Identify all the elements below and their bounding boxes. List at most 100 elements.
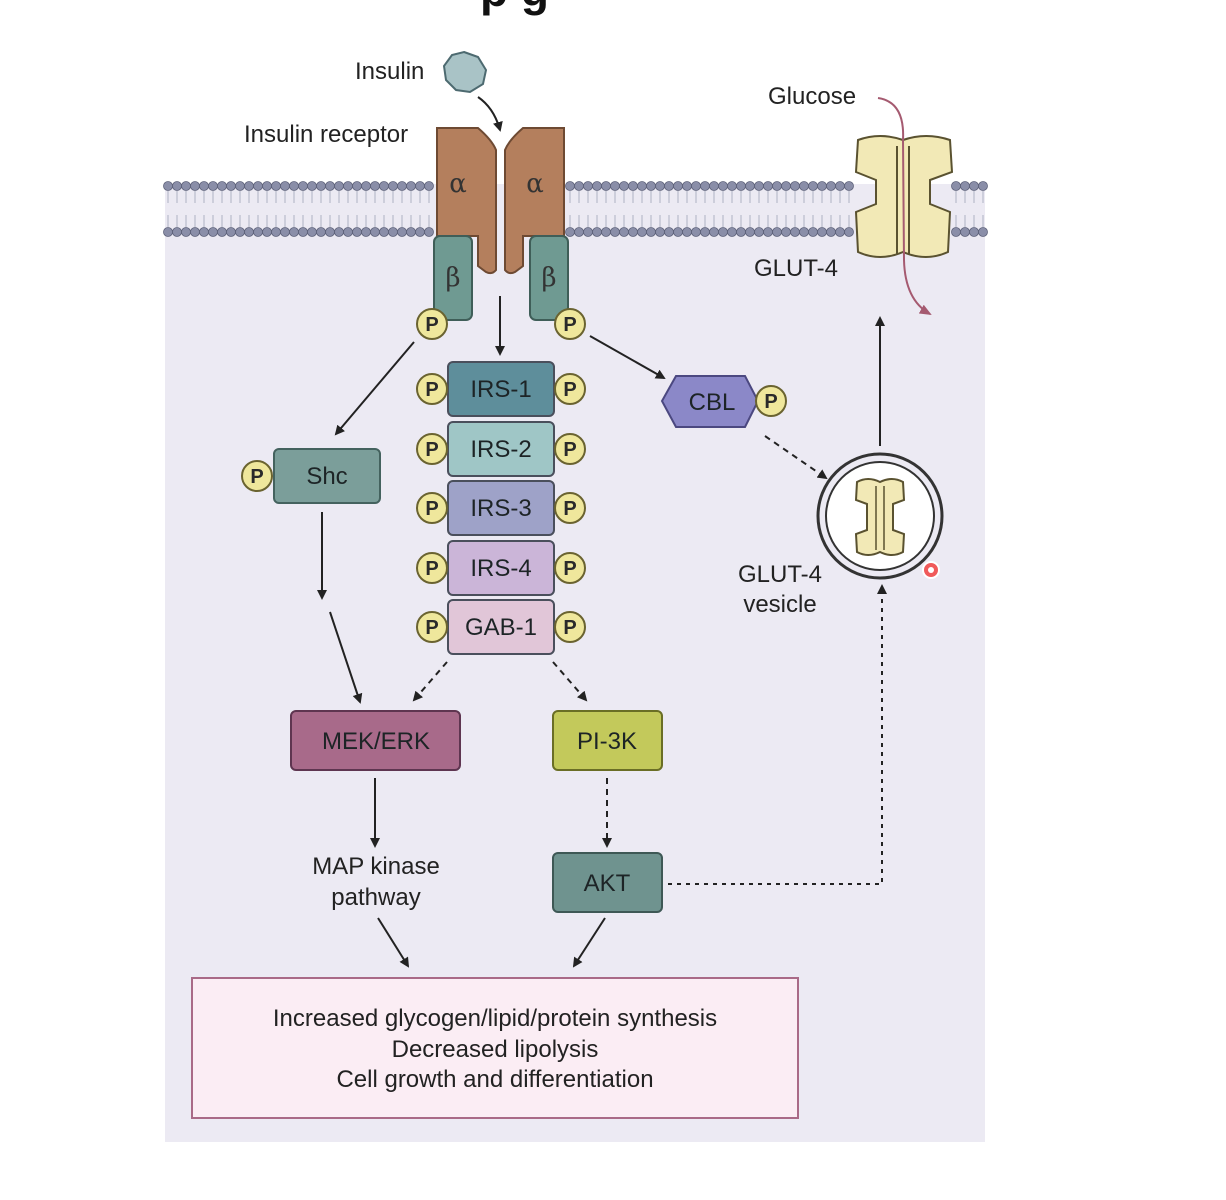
phospho-irs1-left	[416, 373, 448, 405]
lipid-head	[960, 227, 970, 237]
lipid-head	[397, 181, 407, 191]
lipid-head	[253, 181, 263, 191]
lipid-head	[817, 181, 827, 191]
lipid-head	[655, 227, 665, 237]
glut4-label: GLUT-4	[754, 255, 838, 282]
phospho-label: P	[425, 498, 438, 520]
cbl-node: CBL P	[660, 375, 787, 428]
lipid-head	[646, 181, 656, 191]
phospho-label: P	[563, 439, 576, 461]
lipid-head	[799, 227, 809, 237]
lipid-head	[343, 181, 353, 191]
lipid-head	[682, 227, 692, 237]
lipid-head	[280, 181, 290, 191]
arrow-receptor-to-cbl	[589, 335, 666, 379]
lipid-head	[565, 181, 575, 191]
lipid-head	[199, 227, 209, 237]
mekerk-label: MEK/ERK	[322, 728, 430, 755]
lipid-head	[307, 181, 317, 191]
lipid-head	[718, 227, 728, 237]
arrow-irs-to-pi3k	[552, 661, 588, 702]
irs1-label: IRS-1	[470, 376, 531, 403]
phospho-label: P	[425, 558, 438, 580]
lipid-head	[574, 181, 584, 191]
lipid-head	[262, 227, 272, 237]
lipid-head	[835, 227, 845, 237]
lipid-head	[781, 227, 791, 237]
lipid-head	[709, 227, 719, 237]
lipid-head	[799, 181, 809, 191]
receptor-alpha-right	[504, 127, 565, 275]
insulin-receptor-label: Insulin receptor	[244, 121, 408, 148]
glut4-vesicle	[816, 452, 944, 580]
lipid-head	[682, 181, 692, 191]
lipid-head	[772, 227, 782, 237]
outcomes-box: Increased glycogen/lipid/protein synthes…	[191, 977, 799, 1119]
lipid-head	[415, 227, 425, 237]
lipid-head	[415, 181, 425, 191]
lipid-head	[727, 181, 737, 191]
lipid-head	[163, 181, 173, 191]
phospho-label: P	[563, 617, 576, 639]
glut4-vesicle-label-line1: GLUT-4	[738, 561, 822, 588]
lipid-head	[763, 181, 773, 191]
lipid-head	[718, 181, 728, 191]
lipid-head	[226, 181, 236, 191]
map-kinase-label-line1: MAP kinase	[312, 853, 440, 880]
phospho-irs2-left	[416, 433, 448, 465]
lipid-head	[289, 181, 299, 191]
lipid-head	[361, 181, 371, 191]
lipid-head	[424, 227, 434, 237]
lipid-head	[316, 227, 326, 237]
lipid-head	[271, 181, 281, 191]
outcome-line-3: Cell growth and differentiation	[336, 1066, 653, 1093]
lipid-head	[700, 227, 710, 237]
alpha-right-label: α	[526, 169, 544, 199]
lipid-head	[610, 227, 620, 237]
svg-text:P: P	[425, 314, 438, 336]
lipid-head	[397, 227, 407, 237]
lipid-head	[316, 181, 326, 191]
lipid-head	[790, 181, 800, 191]
lipid-head	[969, 227, 979, 237]
arrow-irs-to-mekerk	[412, 661, 448, 702]
insulin-binding-arrow	[477, 96, 503, 132]
lipid-head	[772, 181, 782, 191]
lipid-head	[565, 227, 575, 237]
phospho-cbl: P	[764, 391, 777, 413]
akt-label: AKT	[584, 870, 631, 897]
lipid-head	[808, 227, 818, 237]
lipid-head	[217, 181, 227, 191]
lipid-head	[951, 227, 961, 237]
alpha-left-label: α	[449, 169, 467, 199]
lipid-head	[826, 227, 836, 237]
akt-node: AKT	[552, 852, 663, 913]
arrow-cbl-to-vesicle	[764, 435, 828, 480]
lipid-head	[592, 227, 602, 237]
lipid-head	[583, 181, 593, 191]
lipid-head	[691, 181, 701, 191]
receptor-beta-left	[433, 235, 473, 321]
irs2-label: IRS-2	[470, 436, 531, 463]
lipid-head	[610, 181, 620, 191]
lipid-head	[583, 227, 593, 237]
outcome-line-1: Increased glycogen/lipid/protein synthes…	[273, 1005, 717, 1032]
lipid-head	[208, 181, 218, 191]
shc-node: Shc P	[241, 448, 381, 504]
lipid-head	[619, 181, 629, 191]
lipid-head	[736, 181, 746, 191]
lipid-head	[817, 227, 827, 237]
pi3k-label: PI-3K	[577, 728, 637, 755]
lipid-head	[637, 181, 647, 191]
lipid-head	[235, 181, 245, 191]
cell-membrane	[163, 181, 988, 237]
phospho-irs3-left	[416, 492, 448, 524]
arrow-receptor-to-shc	[334, 341, 415, 436]
lipid-head	[951, 181, 961, 191]
lipid-head	[655, 181, 665, 191]
phospho-label: P	[563, 558, 576, 580]
lipid-head	[370, 227, 380, 237]
phospho-gab1-right	[554, 611, 586, 643]
lipid-head	[978, 227, 988, 237]
